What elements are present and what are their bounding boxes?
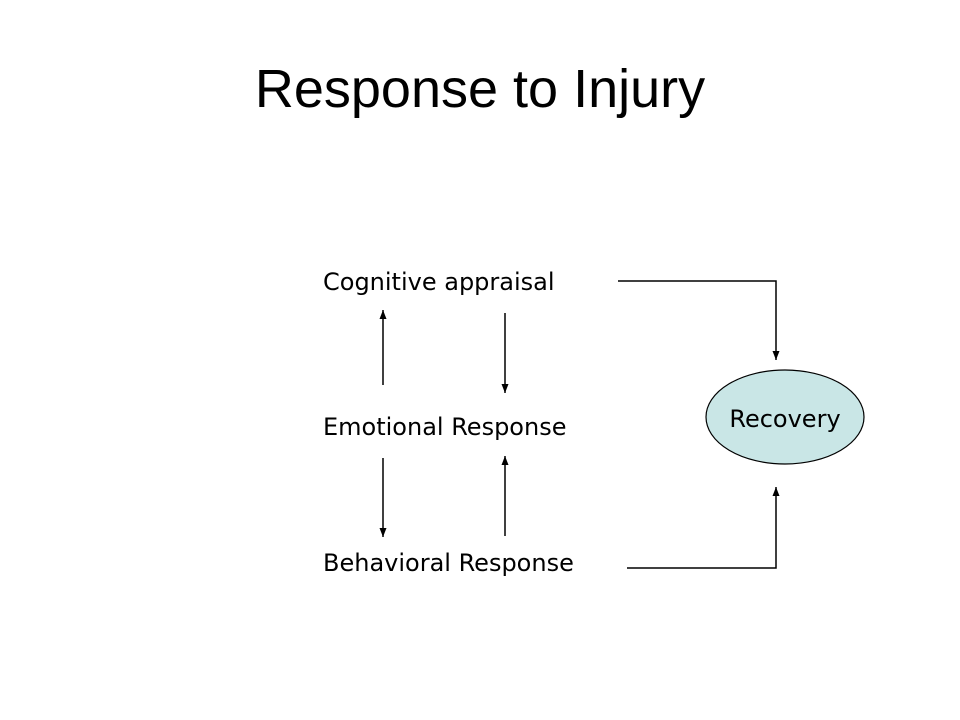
node-behavioral-response: Behavioral Response: [323, 549, 574, 577]
recovery-label: Recovery: [729, 405, 840, 433]
node-emotional-response: Emotional Response: [323, 413, 567, 441]
arrow-cognitive-to-recovery: [618, 280, 780, 360]
recovery-node: [705, 369, 865, 465]
arrow-behavioral-to-recovery: [627, 487, 780, 569]
node-cognitive-appraisal: Cognitive appraisal: [323, 268, 555, 296]
slide-title: Response to Injury: [254, 59, 706, 119]
